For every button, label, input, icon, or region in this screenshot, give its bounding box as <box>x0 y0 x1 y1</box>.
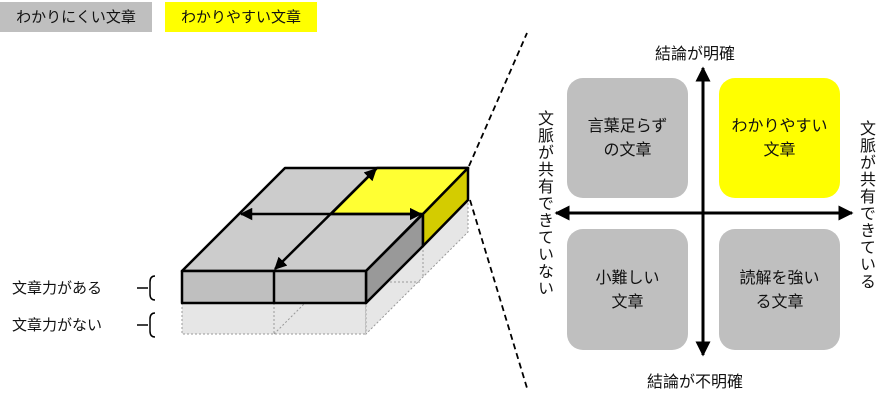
upper-slab <box>180 166 470 305</box>
diagonal-arrow <box>274 168 377 270</box>
zoom-lines <box>468 32 528 389</box>
quadrant-text: わかりやすい <box>731 116 828 135</box>
legend-clear: わかりやすい文章 <box>165 2 317 32</box>
quadrant-text: の文章 <box>603 140 652 159</box>
quadrant-text: 文章 <box>611 291 644 311</box>
axis-label-bottom: 結論が不明確 <box>647 372 744 391</box>
axis-label-top: 結論が明確 <box>655 44 736 63</box>
quadrant-text: 小難しい <box>595 267 660 287</box>
yellow-side-face <box>421 166 470 248</box>
quadrant-bottom-right: 読解を強いる文章 <box>719 229 840 350</box>
layer-label-has-skill: 文章力がある <box>12 279 103 297</box>
axis-label-left: 文脈が共有できていない <box>535 110 554 297</box>
quadrant-text: る文章 <box>755 291 804 311</box>
quadrant-top-left: 言葉足らずの文章 <box>567 78 688 198</box>
quadrant-text: 読解を強い <box>739 267 820 287</box>
quadrant-text: 言葉足らず <box>587 116 668 135</box>
axis-label-right: 文脈が共有できている <box>857 120 876 290</box>
layer-label-no-skill: 文章力がない <box>12 316 103 334</box>
legend-unclear: わかりにくい文章 <box>0 2 152 32</box>
layer-brackets <box>137 275 156 338</box>
quadrant-top-right: わかりやすい文章 <box>719 78 840 198</box>
quadrant-axes <box>554 66 854 357</box>
quadrant-bottom-left: 小難しい文章 <box>567 229 688 350</box>
quadrant-text: 文章 <box>763 140 796 159</box>
